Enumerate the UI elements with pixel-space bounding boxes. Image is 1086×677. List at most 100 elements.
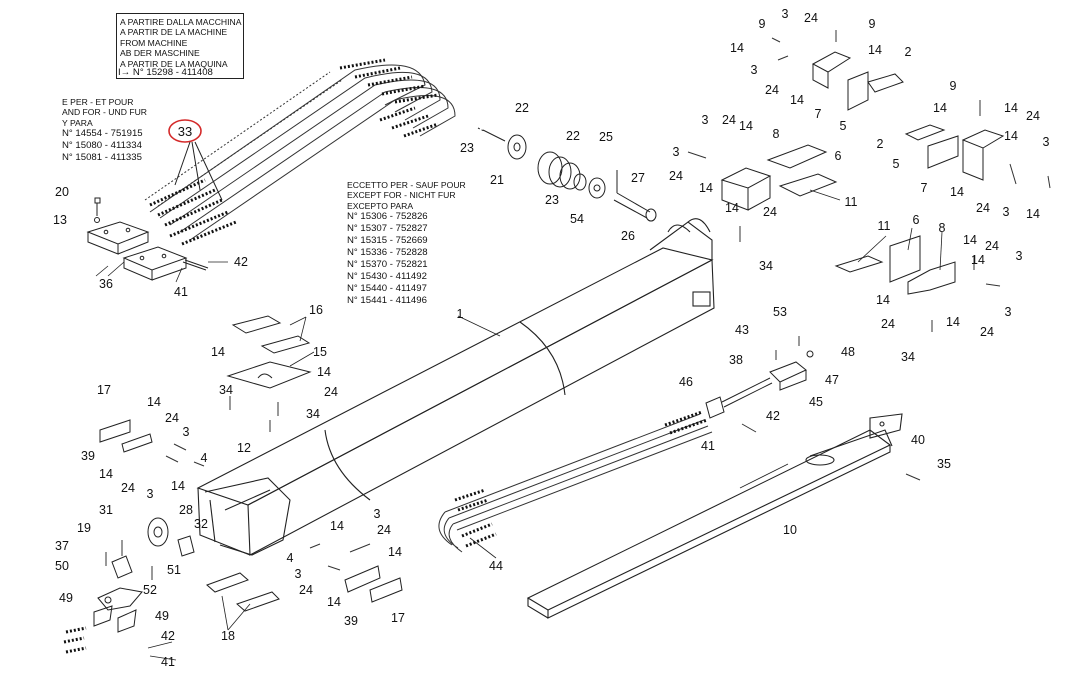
callout-46: 46 [679, 375, 693, 389]
callout-32: 32 [194, 517, 208, 531]
note-line: A PARTIR DE LA MAQUINA [120, 58, 228, 69]
callout-14: 14 [1004, 129, 1018, 143]
callout-36: 36 [99, 277, 113, 291]
callout-24: 24 [763, 205, 777, 219]
callout-1: 1 [457, 307, 464, 321]
callout-21: 21 [490, 173, 504, 187]
plates-15-16 [226, 315, 312, 389]
callout-39: 39 [344, 614, 358, 628]
callout-24: 24 [1026, 109, 1040, 123]
callout-31: 31 [99, 503, 113, 517]
callout-38: 38 [729, 353, 743, 367]
callout-3: 3 [1003, 205, 1010, 219]
callout-8: 8 [773, 127, 780, 141]
callout-15: 15 [313, 345, 327, 359]
callout-6: 6 [835, 149, 842, 163]
callout-23: 23 [545, 193, 559, 207]
callout-3: 3 [1043, 135, 1050, 149]
callout-2: 2 [877, 137, 884, 151]
callout-4: 4 [287, 551, 294, 565]
callout-22: 22 [566, 129, 580, 143]
callout-40: 40 [911, 433, 925, 447]
callout-7: 7 [815, 107, 822, 121]
callout-34: 34 [759, 259, 773, 273]
bolt-20 [94, 197, 101, 223]
callout-24: 24 [121, 481, 135, 495]
callout-11: 11 [878, 219, 891, 233]
extension-10 [526, 413, 903, 619]
callout-3: 3 [295, 567, 302, 581]
callout-3: 3 [183, 425, 190, 439]
callout-35: 35 [937, 457, 951, 471]
callout-49: 49 [155, 609, 169, 623]
callout-3: 3 [374, 507, 381, 521]
callout-24: 24 [165, 411, 179, 425]
callout-5: 5 [893, 157, 900, 171]
cylinder-45-46 [705, 350, 814, 419]
callout-24: 24 [881, 317, 895, 331]
callout-9: 9 [759, 17, 766, 31]
callout-41: 41 [174, 285, 188, 299]
callout-53: 53 [773, 305, 787, 319]
callout-14: 14 [725, 201, 739, 215]
callout-14: 14 [388, 545, 402, 559]
callout-2: 2 [905, 45, 912, 59]
note-serial: N° 15440 - 411497 [347, 283, 427, 295]
callout-23: 23 [460, 141, 474, 155]
leader-lines [95, 189, 943, 661]
note-from-machine: A PARTIRE DALLA MACCHINA A PARTIR DE LA … [116, 13, 244, 79]
hose-bundle-upper [144, 64, 456, 241]
note-line: ECCETTO PER - SAUF POUR [347, 180, 466, 190]
pin-27 [613, 170, 657, 222]
note-line: A PARTIR DE LA MACHINE [120, 27, 228, 38]
chain-links-lower [454, 410, 708, 548]
callout-44: 44 [489, 559, 503, 573]
main-boom-1 [196, 218, 715, 556]
callout-42: 42 [161, 629, 175, 643]
callout-14: 14 [699, 181, 713, 195]
callout-10: 10 [783, 523, 797, 537]
callout-39: 39 [81, 449, 95, 463]
note-serial: N° 15306 - 752826 [347, 211, 428, 223]
note-line: E PER - ET POUR [62, 97, 134, 107]
callout-14: 14 [790, 93, 804, 107]
callout-51: 51 [167, 563, 181, 577]
highlight-ring-33 [168, 119, 202, 143]
callout-41: 41 [701, 439, 715, 453]
callout-54: 54 [570, 212, 584, 226]
pad-36-left [86, 221, 188, 281]
callout-9: 9 [950, 79, 957, 93]
callout-14: 14 [1004, 101, 1018, 115]
bracket-8-middle [720, 144, 838, 211]
callout-16: 16 [309, 303, 323, 317]
callout-3: 3 [702, 113, 709, 127]
callout-14: 14 [946, 315, 960, 329]
callout-6: 6 [913, 213, 920, 227]
callout-37: 37 [55, 539, 69, 553]
callout-24: 24 [669, 169, 683, 183]
callout-4: 4 [201, 451, 208, 465]
callout-14: 14 [950, 185, 964, 199]
block-19-52 [93, 555, 143, 633]
bracket-8-lower [834, 235, 956, 295]
callout-24: 24 [980, 325, 994, 339]
callout-14: 14 [317, 365, 331, 379]
note-serial: N° 15315 - 752669 [347, 235, 428, 247]
callout-28: 28 [179, 503, 193, 517]
callout-24: 24 [985, 239, 999, 253]
callout-5: 5 [840, 119, 847, 133]
callout-14: 14 [147, 395, 161, 409]
note-line: EXCEPT FOR - NICHT FUR [347, 190, 456, 201]
callout-24: 24 [804, 11, 818, 25]
note-line: AB DER MASCHINE [120, 48, 200, 59]
callout-34: 34 [306, 407, 320, 421]
pad-17-39-left [99, 419, 153, 453]
callout-14: 14 [730, 41, 744, 55]
callout-14: 14 [868, 43, 882, 57]
callout-12: 12 [237, 441, 251, 455]
note-line: AND FOR - UND FUR [62, 107, 147, 118]
callout-9: 9 [869, 17, 876, 31]
